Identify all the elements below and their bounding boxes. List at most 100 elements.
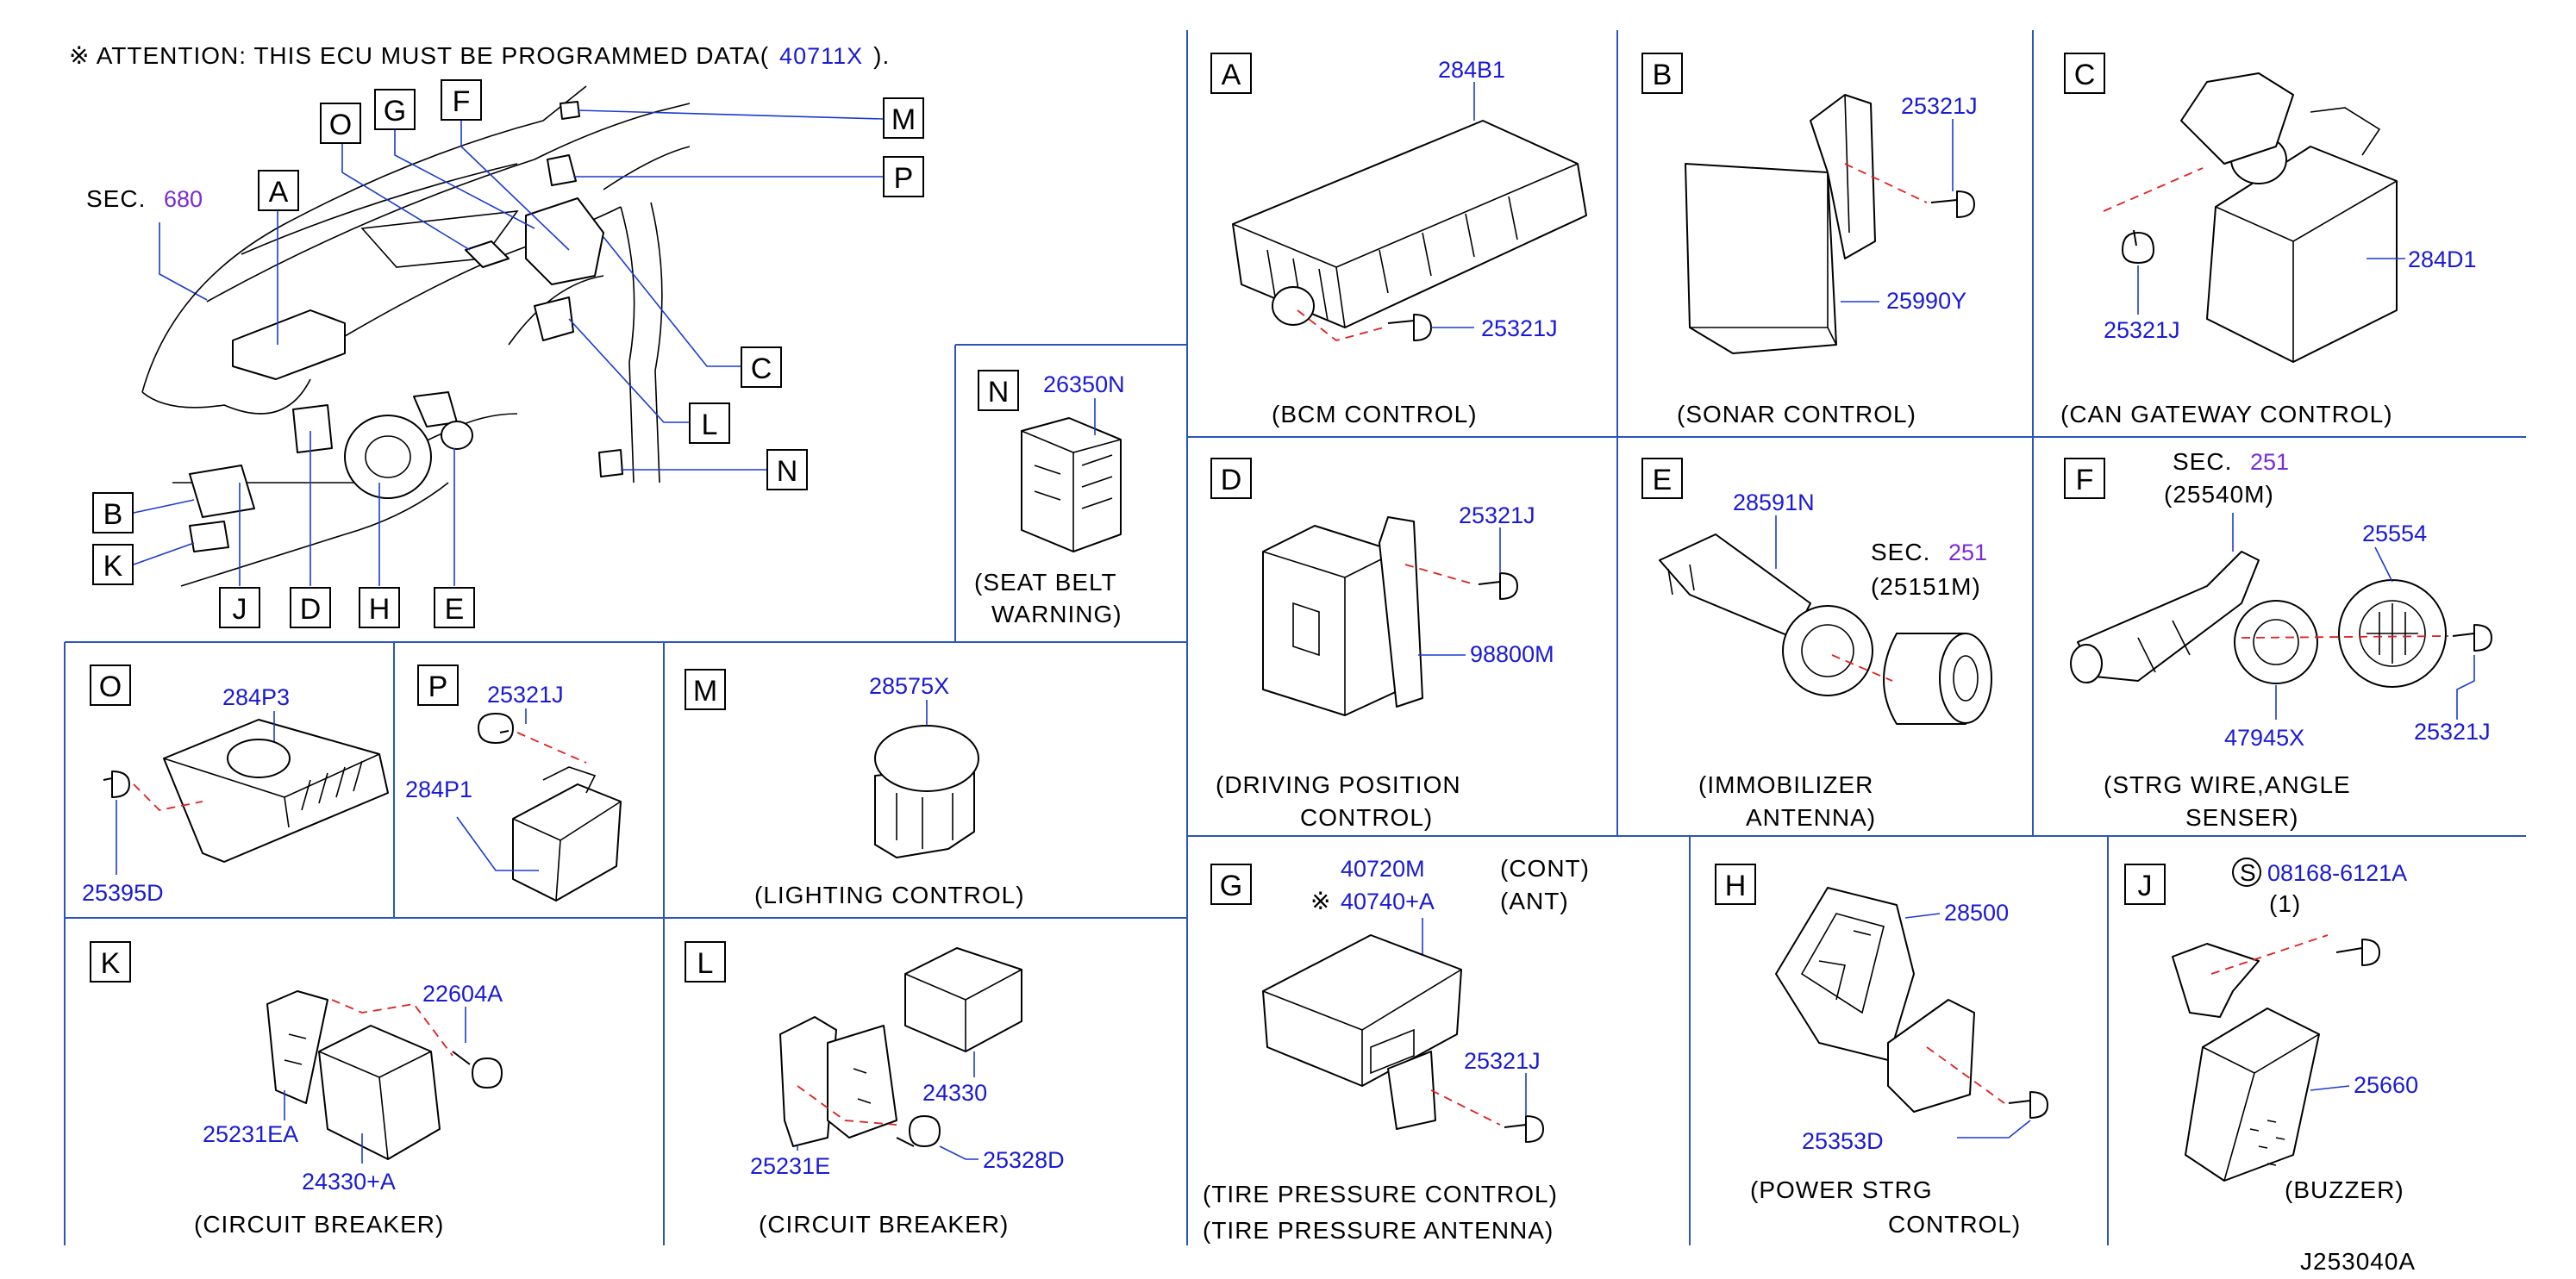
overview-letter-m: M xyxy=(883,97,924,139)
overview-letter-n: N xyxy=(766,449,808,490)
caption-n-1: (SEAT BELT xyxy=(974,569,1117,596)
part-25554: 25554 xyxy=(2362,521,2427,546)
part-25353d: 25353D xyxy=(1802,1128,1884,1154)
part-98800m: 98800M xyxy=(1470,641,1554,667)
part-25395d: 25395D xyxy=(82,880,164,906)
overview-letter-k: K xyxy=(92,544,134,585)
svg-text:F: F xyxy=(453,85,471,118)
note-ant: (ANT) xyxy=(1500,888,1569,914)
svg-text:H: H xyxy=(369,593,391,626)
overview-letter-o: O xyxy=(320,103,361,144)
overview-letter-c: C xyxy=(741,346,782,388)
diagram-code: J253040A xyxy=(2300,1248,2416,1275)
part-284b1: 284B1 xyxy=(1438,57,1505,83)
caption-j: (BUZZER) xyxy=(2285,1176,2404,1203)
svg-text:D: D xyxy=(300,593,322,626)
panel-k-circuit-breaker: K 22604A 25231EA 24330+A (CIRCUIT BREAKE… xyxy=(90,941,503,1238)
svg-text:B: B xyxy=(1653,59,1673,91)
part-25321j-d: 25321J xyxy=(1459,502,1535,528)
caption-n-2: WARNING) xyxy=(991,601,1122,627)
mark-j: S xyxy=(2240,859,2257,886)
panel-e-immobilizer: E 28591N SEC. 251 (25151M) (IMMOBILIZER … xyxy=(1641,458,1992,831)
qty-j: (1) xyxy=(2269,890,2301,917)
panel-d-driving-position: D 25321J 98800M (DRIVING POSITION CONTRO… xyxy=(1210,458,1554,831)
part-28591n: 28591N xyxy=(1733,490,1815,515)
part-25321j-f: 25321J xyxy=(2414,719,2491,745)
overview-letter-l: L xyxy=(689,402,730,444)
caption-d-2: CONTROL) xyxy=(1300,804,1433,831)
panel-h-power-strg: H 28500 25353D (POWER STRG CONTROL) xyxy=(1715,864,2048,1238)
caption-a: (BCM CONTROL) xyxy=(1272,401,1478,427)
part-24330: 24330 xyxy=(922,1080,987,1106)
dashboard-overview: SEC. 680 xyxy=(86,79,924,628)
panel-p: P 25321J 284P1 xyxy=(405,664,622,902)
caption-c: (CAN GATEWAY CONTROL) xyxy=(2060,401,2393,427)
part-25321j-c: 25321J xyxy=(2104,317,2180,343)
panel-grid xyxy=(64,30,2526,1245)
part-47945x: 47945X xyxy=(2224,725,2304,751)
part-40740a: 40740+A xyxy=(1341,889,1435,914)
caption-m: (LIGHTING CONTROL) xyxy=(754,882,1025,908)
overview-letter-d: D xyxy=(290,587,331,628)
part-28500: 28500 xyxy=(1944,900,2009,926)
part-28575x: 28575X xyxy=(869,673,949,699)
svg-text:P: P xyxy=(894,162,914,195)
caption-f-1: (STRG WIRE,ANGLE xyxy=(2104,771,2351,798)
svg-text:G: G xyxy=(384,95,406,128)
svg-text:L: L xyxy=(702,409,718,441)
svg-text:E: E xyxy=(1653,464,1673,496)
sec-label-e: SEC. xyxy=(1871,539,1930,565)
part-26350n: 26350N xyxy=(1043,371,1125,397)
svg-text:F: F xyxy=(2076,464,2094,496)
part-284p1: 284P1 xyxy=(405,777,472,802)
caption-d-1: (DRIVING POSITION xyxy=(1216,771,1461,798)
overview-letter-g: F xyxy=(441,79,482,121)
part-25321j-p: 25321J xyxy=(487,682,564,708)
svg-text:C: C xyxy=(751,353,772,385)
sec-label-f: SEC. xyxy=(2173,448,2232,475)
caption-l: (CIRCUIT BREAKER) xyxy=(759,1211,1009,1238)
overview-letter-f: H xyxy=(359,587,400,628)
svg-text:K: K xyxy=(103,550,123,583)
svg-text:L: L xyxy=(697,947,714,980)
sec-sub-f: (25540M) xyxy=(2164,481,2274,508)
part-25231e: 25231E xyxy=(750,1153,830,1179)
caption-g-2: (TIRE PRESSURE ANTENNA) xyxy=(1203,1217,1554,1244)
svg-text:J: J xyxy=(2138,870,2153,902)
panel-a-bcm-control: A 284B1 25321J (BCM CONTROL) xyxy=(1210,53,1587,427)
svg-text:O: O xyxy=(99,671,122,703)
caption-h-1: (POWER STRG xyxy=(1750,1176,1933,1203)
svg-text:J: J xyxy=(233,593,247,626)
mark-g: ※ xyxy=(1310,888,1331,914)
part-22604a: 22604A xyxy=(422,981,503,1007)
sec-label: SEC. xyxy=(86,185,146,212)
panel-n-seat-belt-warning: N 26350N (SEAT BELT WARNING) xyxy=(974,370,1125,627)
svg-text:C: C xyxy=(2074,59,2096,91)
panel-l-circuit-breaker: L 24330 25231E 25328D (CIRCUIT BREAKER) xyxy=(685,941,1065,1238)
overview-letter-a: A xyxy=(258,170,299,211)
sec-number: 680 xyxy=(164,186,203,212)
svg-text:P: P xyxy=(428,671,448,703)
part-40720m: 40720M xyxy=(1341,856,1425,882)
svg-text:K: K xyxy=(101,947,121,980)
part-284p3: 284P3 xyxy=(222,684,290,710)
svg-text:D: D xyxy=(1221,464,1242,496)
svg-text:N: N xyxy=(988,376,1010,409)
part-25321j-a: 25321J xyxy=(1481,315,1558,341)
sec-sub-e: (25151M) xyxy=(1871,573,1981,600)
overview-letter-h: G xyxy=(374,89,416,130)
overview-letter-p: P xyxy=(883,156,924,197)
panel-j-buzzer: J S 08168-6121A (1) 25660 (BUZZER) xyxy=(2124,858,2418,1203)
panel-c-can-gateway: C 284D1 25321J (CAN GATEWAY CONTROL) xyxy=(2060,53,2477,427)
caption-b: (SONAR CONTROL) xyxy=(1677,401,1916,427)
caption-e-1: (IMMOBILIZER xyxy=(1698,771,1873,798)
panel-o: O 284P3 25395D xyxy=(82,664,389,906)
svg-text:M: M xyxy=(693,675,717,708)
part-284d1: 284D1 xyxy=(2408,246,2477,272)
caption-k: (CIRCUIT BREAKER) xyxy=(194,1211,444,1238)
svg-text:B: B xyxy=(103,498,123,531)
panel-f-strg-wire-angle: F SEC. 251 (25540M) 25554 47945X 25321J … xyxy=(2064,448,2492,831)
overview-letter-e: E xyxy=(434,587,475,628)
caption-h-2: CONTROL) xyxy=(1888,1211,2021,1238)
